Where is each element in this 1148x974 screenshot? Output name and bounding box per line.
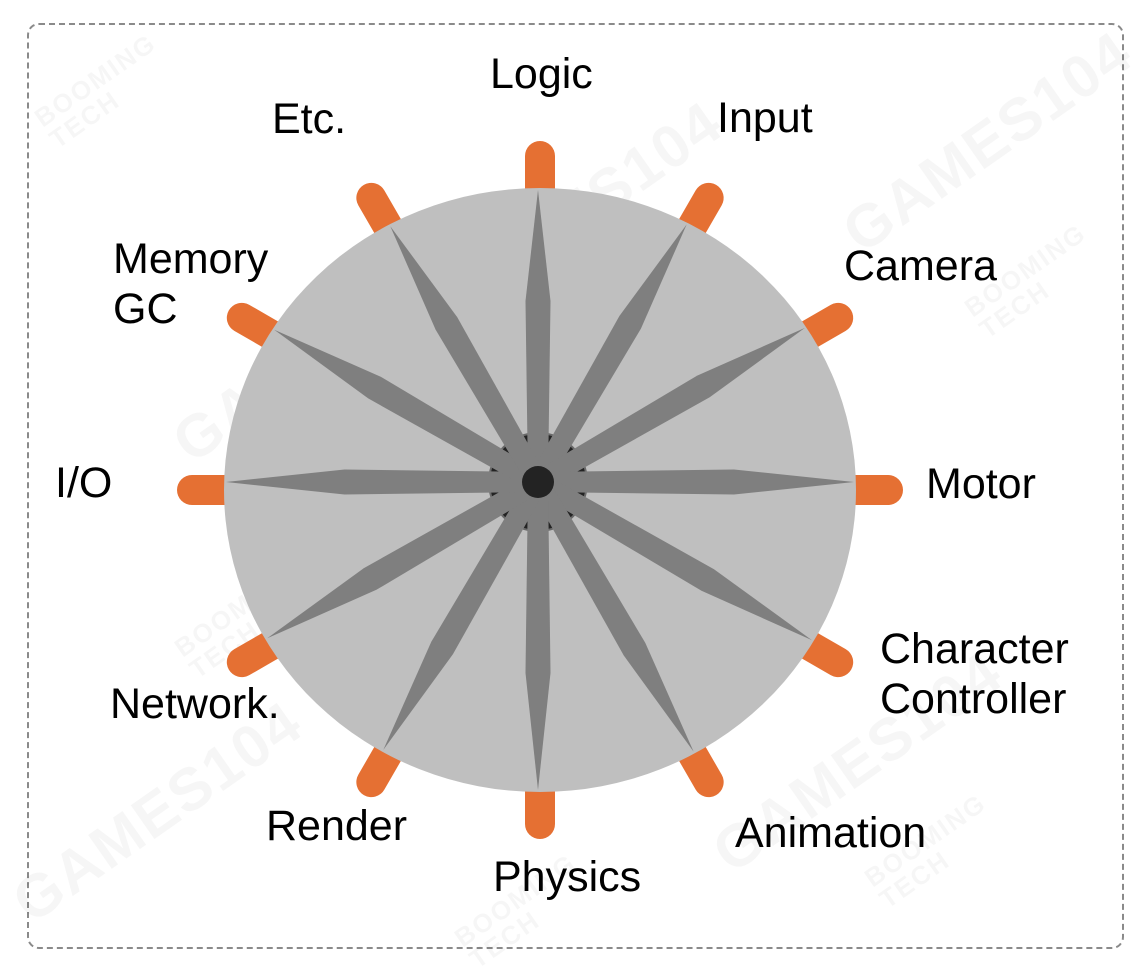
wheel-spoke: [538, 469, 855, 495]
dashed-border-frame: [27, 23, 1124, 949]
wheel-spokes: [225, 190, 855, 790]
label-line: Animation: [735, 809, 927, 857]
label-line: Camera: [844, 242, 997, 290]
wheel-spoke: [274, 329, 543, 491]
label-line: Logic: [490, 50, 593, 98]
label-motor: Motor: [926, 459, 1036, 509]
label-logic: Logic: [490, 49, 593, 99]
label-line: Physics: [493, 853, 642, 901]
wheel-spoke: [525, 190, 551, 482]
label-line: GC: [113, 285, 178, 333]
wheel-spoke: [225, 469, 538, 495]
label-network: Network.: [110, 679, 280, 729]
label-physics: Physics: [493, 852, 641, 902]
label-line: Input: [717, 94, 813, 142]
label-animation: Animation: [735, 808, 926, 858]
wheel-spoke: [525, 482, 551, 790]
label-line: I/O: [55, 459, 113, 507]
label-input: Input: [717, 93, 813, 143]
label-line: Character: [880, 625, 1069, 673]
wheel-spoke: [390, 226, 547, 487]
label-io: I/O: [55, 458, 112, 508]
label-render: Render: [266, 801, 407, 851]
label-line: Etc.: [272, 95, 347, 143]
label-line: Memory: [113, 235, 269, 283]
label-line: Render: [266, 802, 408, 850]
wheel-spoke: [529, 224, 687, 487]
wheel-spoke: [267, 473, 543, 639]
label-line: Network.: [110, 680, 280, 728]
label-camera: Camera: [844, 241, 997, 291]
label-etc: Etc.: [272, 94, 346, 144]
wheel-spoke: [533, 473, 812, 641]
wheel-spoke: [383, 477, 547, 750]
wheel-spoke: [533, 327, 805, 491]
label-line: Motor: [926, 460, 1036, 508]
label-line: Controller: [880, 675, 1067, 723]
wheel-spoke: [529, 477, 694, 752]
hub-core: [522, 466, 554, 498]
